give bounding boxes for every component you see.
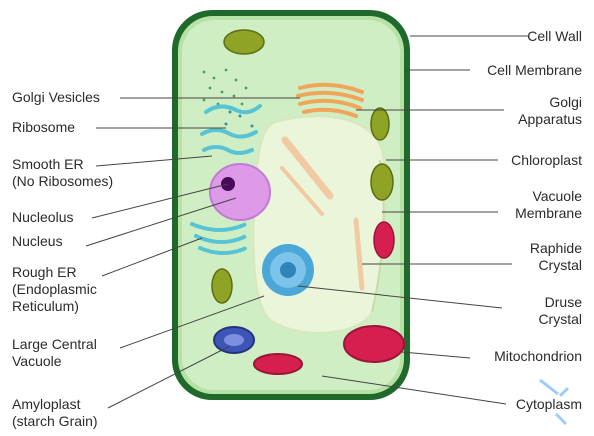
- large-central-vacuole: [253, 116, 385, 333]
- label-druse-crystal: Druse Crystal: [538, 294, 582, 328]
- label-amyloplast: Amyloplast (starch Grain): [12, 396, 98, 430]
- nucleus: [210, 164, 270, 220]
- label-golgi-vesicles: Golgi Vesicles: [12, 89, 100, 106]
- label-mitochondrion: Mitochondrion: [494, 348, 582, 365]
- label-raphide-crystal: Raphide Crystal: [530, 240, 582, 274]
- label-ribosome: Ribosome: [12, 119, 75, 136]
- label-vacuole-membrane: Vacuole Membrane: [515, 188, 582, 222]
- label-golgi-apparatus: Golgi Apparatus: [518, 94, 582, 128]
- label-cytoplasm: Cytoplasm: [516, 396, 582, 413]
- druse-crystal: [262, 244, 314, 296]
- label-cell-membrane: Cell Membrane: [487, 62, 582, 79]
- label-nucleolus: Nucleolus: [12, 209, 73, 226]
- raphide-crystal: [374, 222, 394, 258]
- label-cell-wall: Cell Wall: [527, 28, 582, 45]
- label-rough-er: Rough ER (Endoplasmic Reticulum): [12, 264, 97, 315]
- label-nucleus: Nucleus: [12, 233, 63, 250]
- label-large-central-vacuole: Large Central Vacuole: [12, 336, 97, 370]
- label-chloroplast: Chloroplast: [511, 152, 582, 169]
- label-smooth-er: Smooth ER (No Ribosomes): [12, 156, 113, 190]
